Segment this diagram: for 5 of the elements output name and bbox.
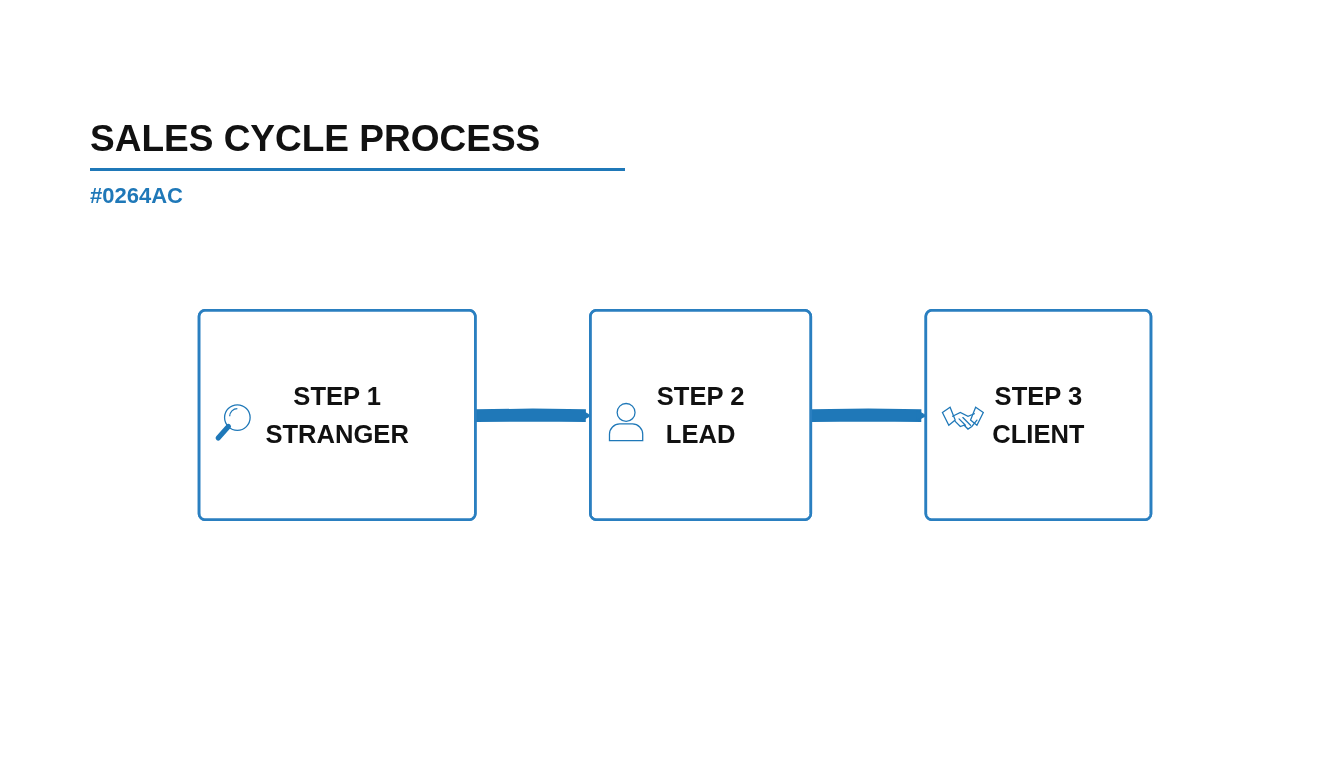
color-code-text: #0264AC	[90, 183, 183, 209]
title: SALES CYCLE PROCESS	[90, 118, 541, 161]
step-box: STEP 3 CLIENT	[924, 308, 1153, 522]
step-box: STEP 2 LEAD	[589, 308, 813, 522]
step-box: STEP 1 STRANGER	[197, 308, 477, 522]
